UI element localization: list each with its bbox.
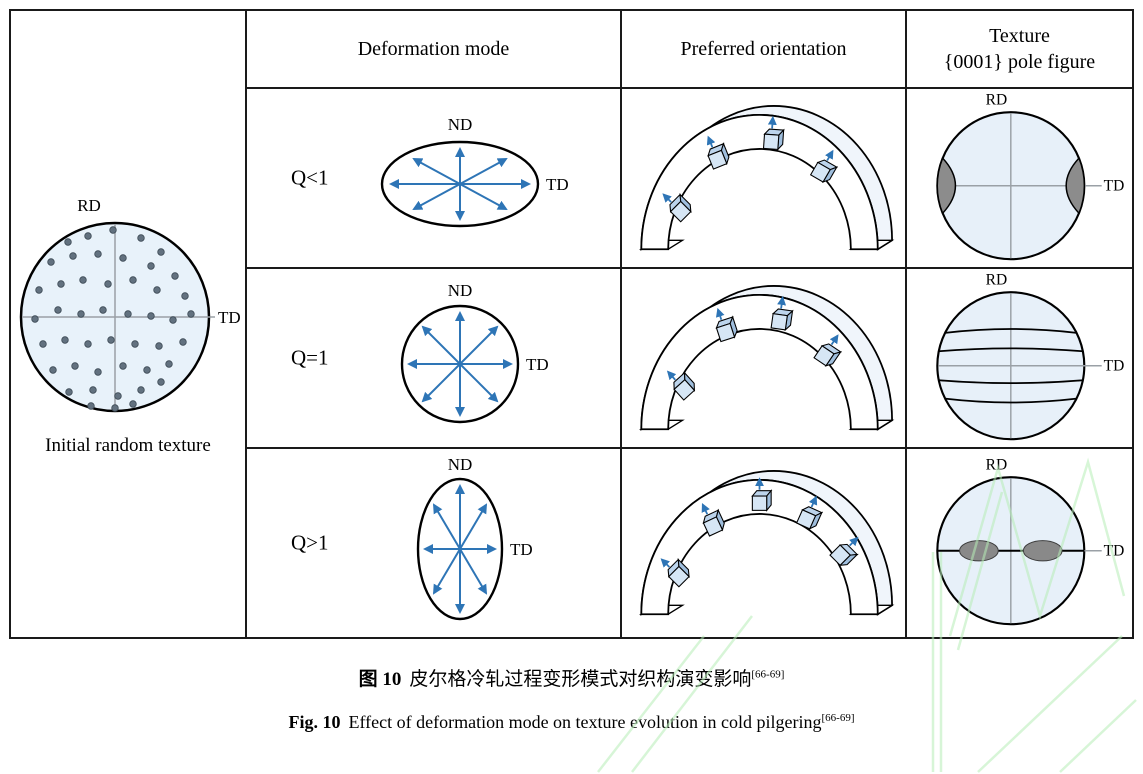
td-axis-label: TD <box>546 175 569 194</box>
rd-axis-label: RD <box>985 92 1007 109</box>
figure-caption-en-ref: [66-69] <box>821 712 855 724</box>
td-axis-label: TD <box>510 540 533 559</box>
row-q-lt-1-deformation-cell: Q<1 ND TD <box>247 89 622 269</box>
figure-caption-en: Fig. 10 Effect of deformation mode on tex… <box>0 712 1143 733</box>
rd-axis-label: RD <box>985 457 1007 474</box>
figure-caption-en-text: Effect of deformation mode on texture ev… <box>348 712 822 732</box>
td-axis-label: TD <box>1103 358 1124 375</box>
texture-intensity-lenses <box>936 156 1085 215</box>
header-texture-line1: Texture <box>989 25 1050 47</box>
random-dots <box>31 226 195 412</box>
row-q-eq-1-pole-figure-cell: RD TD <box>907 269 1132 449</box>
td-axis-label: TD <box>1103 543 1124 560</box>
pole-figure-q-gt-1: RD TD <box>935 457 1124 626</box>
pole-figure-q-eq-1: RD TD <box>935 272 1124 441</box>
nd-axis-label: ND <box>447 455 472 474</box>
header-preferred-orientation: Preferred orientation <box>680 38 847 60</box>
tube-orientation-figure-q-gt-1 <box>638 469 894 616</box>
tube-front-face <box>639 293 879 430</box>
texture-latitude-bands <box>938 328 1083 404</box>
header-cell-texture-pole-figure: Texture {0001} pole figure <box>907 11 1132 89</box>
pole-figure-q-lt-1: RD TD <box>935 92 1124 261</box>
header-cell-preferred-orientation: Preferred orientation <box>622 11 907 89</box>
figure-caption-zh-label: 图 10 <box>358 669 402 690</box>
initial-texture-caption: Initial random texture <box>45 435 211 456</box>
nd-axis-label: ND <box>447 115 472 134</box>
row-q-gt-1-orientation-cell <box>622 449 907 637</box>
deformation-ellipse-figure-q-gt-1: ND TD <box>416 455 533 621</box>
td-axis-label: TD <box>526 355 549 374</box>
rd-axis-label: RD <box>77 196 101 215</box>
tube-orientation-figure-q-eq-1 <box>638 284 894 431</box>
row-q-eq-1-orientation-cell <box>622 269 907 449</box>
figure-table: RD TD Initial random texture Deformation… <box>9 9 1134 639</box>
row-q-eq-1-deformation-cell: Q=1 ND TD <box>247 269 622 449</box>
deformation-ellipse-figure-q-eq-1: ND TD <box>400 281 549 424</box>
pole-axes <box>22 224 215 410</box>
header-cell-deformation-mode: Deformation mode <box>247 11 622 89</box>
figure-caption-zh: 图 10 皮尔格冷轧过程变形模式对织构演变影响[66-69] <box>0 664 1143 691</box>
header-deformation-mode: Deformation mode <box>357 38 510 60</box>
tube-orientation-figure-q-lt-1 <box>638 104 894 251</box>
row-q-lt-1-pole-figure-cell: RD TD <box>907 89 1132 269</box>
q-ratio-label: Q=1 <box>291 345 329 370</box>
row-q-lt-1-orientation-cell <box>622 89 907 269</box>
q-ratio-label: Q<1 <box>291 165 329 190</box>
nd-axis-label: ND <box>447 281 472 300</box>
figure-caption-en-label: Fig. 10 <box>288 712 341 732</box>
td-axis-label: TD <box>218 308 241 327</box>
strain-arrows <box>422 484 497 614</box>
figure-caption-zh-text: 皮尔格冷轧过程变形模式对织构演变影响 <box>409 669 752 690</box>
deformation-ellipse-figure-q-lt-1: ND TD <box>380 115 569 228</box>
header-texture-line2: {0001} pole figure <box>943 51 1096 73</box>
rd-axis-label: RD <box>985 272 1007 289</box>
strain-arrows <box>388 147 531 221</box>
row-q-gt-1-deformation-cell: Q>1 ND TD <box>247 449 622 637</box>
row-q-gt-1-pole-figure-cell: RD TD <box>907 449 1132 637</box>
figure-caption-zh-ref: [66-69] <box>751 668 785 681</box>
q-ratio-label: Q>1 <box>291 530 329 555</box>
initial-texture-figure: RD TD <box>19 196 241 413</box>
strain-arrows <box>406 311 513 417</box>
initial-texture-cell: RD TD Initial random texture <box>11 11 247 637</box>
td-axis-label: TD <box>1103 178 1124 195</box>
pole-axes <box>937 293 1102 439</box>
